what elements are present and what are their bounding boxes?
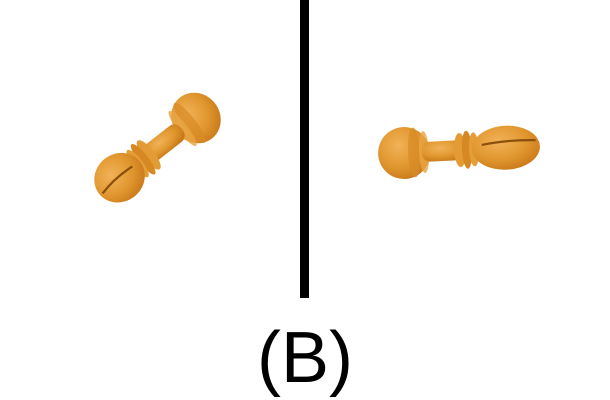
- figure-caption: (B): [257, 318, 353, 398]
- left-object-icon: [94, 92, 221, 203]
- right-object-icon: [378, 125, 540, 180]
- vertical-divider: [300, 0, 309, 298]
